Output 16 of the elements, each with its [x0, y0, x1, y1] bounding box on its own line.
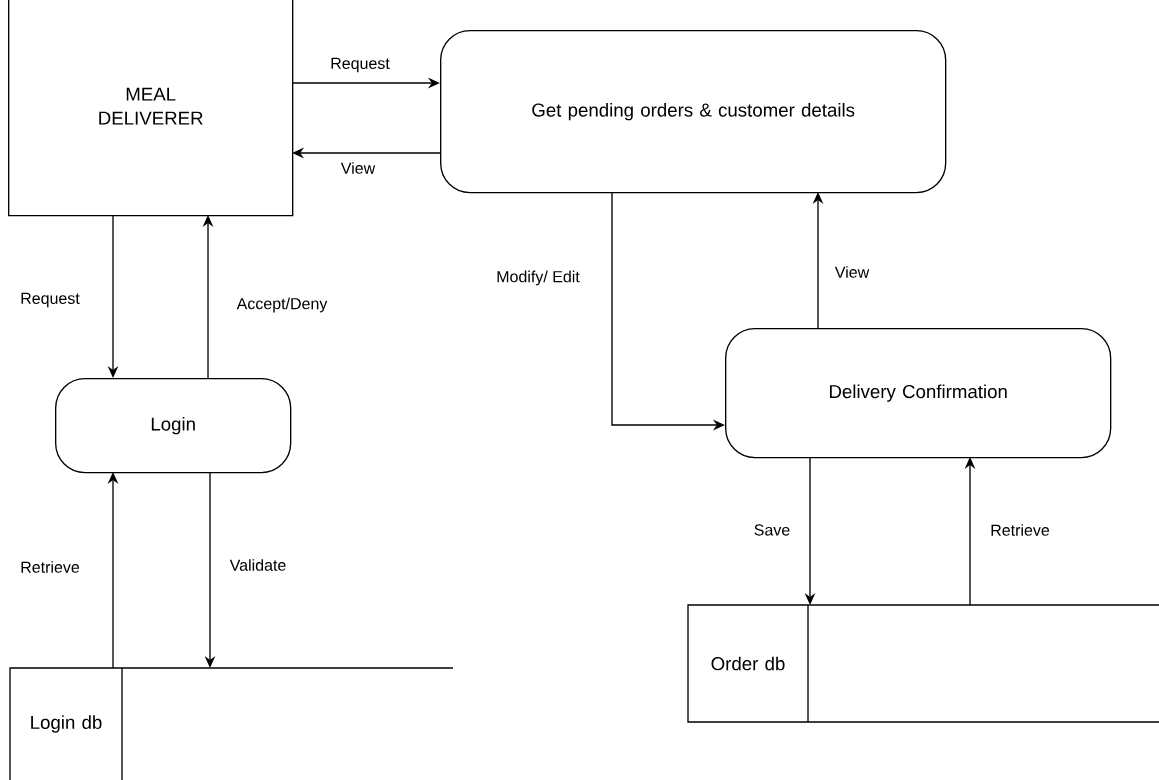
process-box: Delivery Confirmation [725, 328, 1112, 459]
edge-label: View [339, 160, 377, 176]
edge-label: Save [752, 523, 792, 537]
edge-label: Retrieve [988, 522, 1052, 538]
edge-label: Modify/ Edit [494, 269, 582, 287]
edge-label: Request [328, 56, 392, 74]
data-store: Login db [9, 667, 454, 780]
data-store: Order db [687, 604, 1159, 723]
edge-label: Validate [228, 557, 288, 573]
edge-label: Accept/Deny [235, 296, 329, 314]
edge-label: Retrieve [18, 559, 82, 575]
entity-box: MEAL DELIVERER [8, 0, 294, 217]
process-box: Login [55, 378, 292, 474]
process-box: Get pending orders & customer details [440, 30, 947, 194]
edge-label: View [833, 264, 871, 280]
edge-label: Request [18, 291, 82, 309]
